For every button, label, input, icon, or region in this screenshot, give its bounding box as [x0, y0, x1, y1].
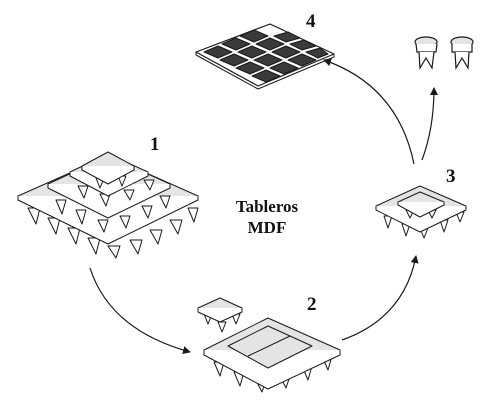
- step-2-small-table: [197, 297, 243, 333]
- arrow-2-to-3: [341, 255, 419, 341]
- stool-icon-left: [414, 36, 438, 70]
- step-number-4: 4: [306, 11, 316, 32]
- arrow-3-to-stools: [421, 87, 438, 161]
- step-4-grid-panel: [195, 23, 335, 90]
- step-1-legs: [27, 207, 199, 259]
- step-number-3: 3: [446, 166, 456, 187]
- arrow-3-to-4: [323, 58, 415, 165]
- step-number-2: 2: [307, 294, 317, 315]
- cycle-arrows: [89, 58, 438, 354]
- step-1-board-stack: [17, 151, 199, 259]
- step-2-board: [203, 317, 341, 393]
- step-3-board: [375, 185, 467, 239]
- arrow-1-to-2: [89, 267, 191, 354]
- stool-icon-right: [450, 36, 474, 70]
- step-number-1: 1: [150, 134, 160, 155]
- center-title-line-1: Tableros: [236, 197, 299, 216]
- center-title-line-2: MDF: [248, 218, 287, 237]
